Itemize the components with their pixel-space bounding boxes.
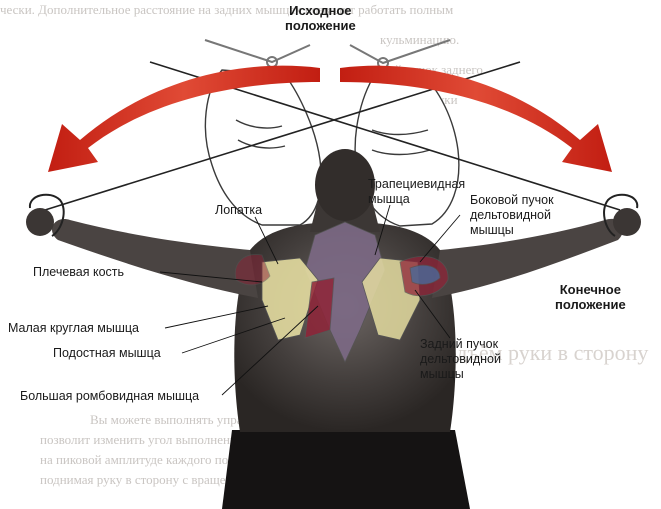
handle-top-left bbox=[204, 39, 311, 68]
label-lateral-deltoid: Боковой пучок дельтовидной мышцы bbox=[470, 193, 554, 237]
label-posterior-deltoid: Задний пучок дельтовидной мышцы bbox=[420, 337, 501, 381]
label-start-position: Исходное положение bbox=[285, 3, 356, 33]
arrow-left bbox=[48, 65, 320, 172]
muscle-overlays bbox=[234, 221, 449, 363]
background-heading: Подъём руки в сторону bbox=[430, 340, 649, 365]
background-text: на пиковой амплитуде каждого повторения. bbox=[40, 452, 282, 467]
hands-start-outline bbox=[204, 69, 460, 227]
label-scapula: Лопатка bbox=[215, 203, 263, 217]
background-text: чески. Дополнительное расстояние на задн… bbox=[0, 2, 454, 17]
label-end-position: Конечное положение bbox=[555, 282, 626, 312]
label-humerus: Плечевая кость bbox=[33, 265, 125, 279]
label-trapezius: Трапециевидная мышца bbox=[368, 177, 466, 206]
label-teres-minor: Малая круглая мышца bbox=[8, 321, 140, 335]
handle-top-right bbox=[349, 39, 451, 69]
movement-arrows bbox=[48, 65, 612, 172]
arrow-right bbox=[340, 65, 612, 172]
label-infraspinatus: Подостная мышца bbox=[53, 346, 161, 360]
leader-lines bbox=[159, 204, 461, 396]
label-rhomboid-major: Большая ромбовидная мышца bbox=[20, 389, 200, 403]
